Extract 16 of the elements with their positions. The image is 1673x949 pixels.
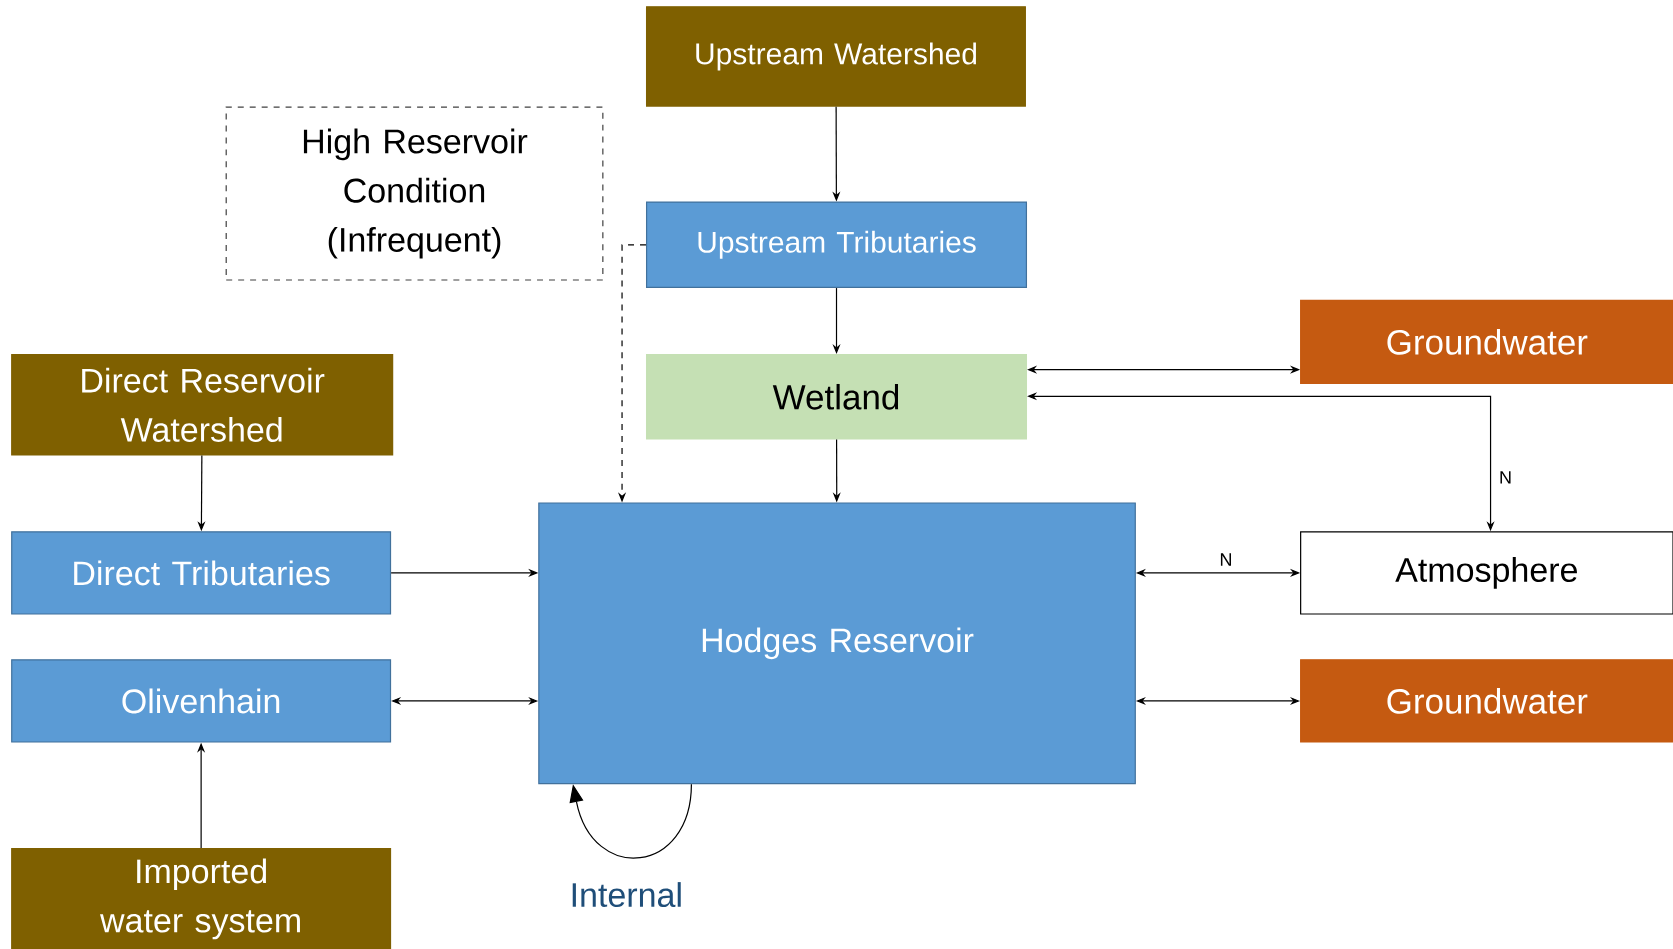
exchange-box: Groundwater (1300, 299, 1673, 385)
arrow (569, 783, 692, 859)
exchange-box: Groundwater (1300, 659, 1673, 743)
edge-label: Internal (567, 880, 685, 910)
source-box: Direct Reservoir Watershed (11, 354, 394, 456)
edge-label: N (1497, 469, 1514, 486)
process-box: Olivenhain (11, 659, 392, 743)
source-box: Upstream Watershed (646, 6, 1026, 107)
process-box: Upstream Tributaries (646, 201, 1028, 289)
source-box: Imported water system (11, 848, 392, 949)
process-box: Direct Tributaries (11, 531, 392, 615)
note-box: High Reservoir Condition (Infrequent) (225, 106, 604, 281)
reservoir-box: Hodges Reservoir (538, 502, 1136, 785)
process-box: Wetland (646, 354, 1028, 440)
edge-label: N (1217, 551, 1235, 568)
exchange-box: Atmosphere (1300, 531, 1673, 615)
